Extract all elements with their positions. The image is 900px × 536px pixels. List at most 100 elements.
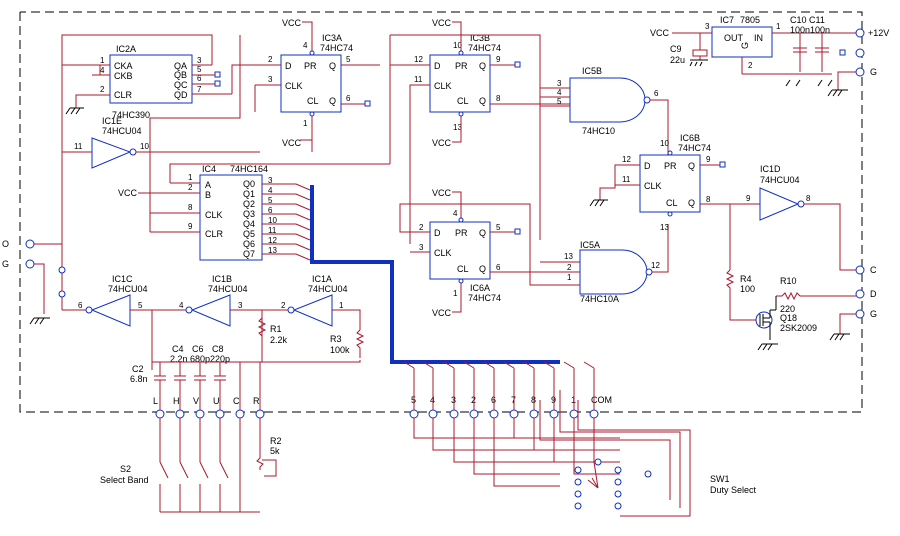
duty-contact[interactable] [574, 490, 582, 498]
duty-contact[interactable] [614, 490, 622, 498]
ic7-g: G [740, 42, 750, 49]
duty-terminal[interactable] [409, 409, 419, 419]
duty-terminal[interactable] [589, 409, 599, 419]
ic4-out-wire [262, 253, 311, 261]
ic4-pin-9: 9 [188, 222, 193, 231]
r4-ref: R4 [740, 274, 752, 284]
ic4-out-wire [262, 243, 311, 251]
band-terminal[interactable] [235, 409, 245, 419]
terminal-o[interactable] [25, 239, 35, 249]
duty-fanout [422, 361, 434, 369]
ic4-out-q1: Q1 [243, 189, 255, 199]
ic3b-pin-13: 13 [453, 123, 462, 132]
band-terminal[interactable] [195, 409, 205, 419]
duty-contact[interactable] [644, 470, 652, 478]
ic7-in: IN [754, 33, 763, 43]
duty-fanout [523, 361, 535, 369]
band-terminal[interactable] [215, 409, 225, 419]
ic5a-gate [579, 249, 648, 295]
duty-contact[interactable] [614, 478, 622, 486]
duty-route [533, 418, 620, 451]
duty-contact[interactable] [614, 466, 622, 474]
duty-terminal[interactable] [509, 409, 519, 419]
r2-ref: R2 [270, 436, 282, 446]
terminal-g-left[interactable] [25, 259, 35, 269]
band-terminal[interactable] [175, 409, 185, 419]
ic5b-type: 74HC10 [582, 126, 615, 136]
ic3a-vcc2: VCC [282, 138, 302, 148]
duty-terminal[interactable] [549, 409, 559, 419]
r1-val: 2.2k [270, 335, 288, 345]
terminal-g-top[interactable] [855, 67, 865, 77]
duty-terminal[interactable] [469, 409, 479, 419]
ic6b-clk: CLK [644, 181, 662, 191]
ic6b-pin-10: 10 [660, 139, 669, 148]
ic3b-ref: IC3B [470, 33, 490, 43]
band-terminal[interactable] [255, 409, 265, 419]
ic6b-type: 74HC74 [678, 143, 711, 153]
duty-wiper[interactable] [587, 477, 599, 489]
duty-contact[interactable] [574, 478, 582, 486]
ic3a-type: 74HC74 [320, 43, 353, 53]
band-switch[interactable] [179, 418, 189, 512]
duty-contact[interactable] [574, 502, 582, 510]
duty-contact[interactable] [594, 458, 602, 466]
r1 [257, 317, 267, 337]
ic6b-body [639, 154, 701, 213]
ic4-out-q3: Q3 [243, 209, 255, 219]
ic4-out-pin: 6 [268, 206, 273, 215]
ic7-out: OUT [724, 33, 744, 43]
duty-label: COM [591, 395, 612, 405]
duty-contact[interactable] [574, 466, 582, 474]
duty-terminal[interactable] [569, 409, 579, 419]
q18-mosfet [755, 296, 777, 340]
ic5b-gate [569, 77, 646, 123]
band-label: C [233, 396, 240, 406]
ic6a-cl: CL [457, 264, 469, 274]
terminal-d[interactable] [855, 289, 865, 299]
duty-terminal[interactable] [449, 409, 459, 419]
ic3a-pin-3: 3 [268, 75, 273, 84]
band-terminal[interactable] [155, 409, 165, 419]
terminal-c[interactable] [855, 265, 865, 275]
duty-route [493, 418, 560, 487]
duty-terminal[interactable] [489, 409, 499, 419]
ic1c-ref: IC1C [112, 274, 133, 284]
duty-terminal[interactable] [428, 409, 438, 419]
ic4-out-pin: 10 [268, 216, 277, 225]
ic1a-inverter [292, 294, 333, 327]
ic6b-cl: CL [666, 198, 678, 208]
terminal-g-right[interactable] [855, 309, 865, 319]
band-switch[interactable] [199, 418, 209, 512]
sw2-ref: S2 [120, 464, 131, 474]
ic4-type: 74HC164 [230, 164, 268, 174]
ic4-out-wire [262, 203, 311, 211]
ic6b-pin-13: 13 [660, 223, 669, 232]
ic1a-ref: IC1A [312, 274, 332, 284]
ic1c-type: 74HCU04 [108, 284, 148, 294]
ic4-out-pin: 11 [268, 226, 277, 235]
ic3a-pr: PR [304, 61, 317, 71]
c8-ref: C8 [212, 344, 224, 354]
ic4-out-wire [262, 183, 311, 191]
band-label: L [153, 396, 158, 406]
band-switch[interactable] [219, 418, 229, 512]
ic3a-pin-6: 6 [346, 94, 351, 103]
band-label: U [213, 396, 220, 406]
terminal-top-mid[interactable] [855, 48, 865, 58]
terminal-plus12[interactable] [855, 28, 865, 38]
ic5b-pin-3: 3 [557, 79, 562, 88]
c10-ref: C10 C11 [790, 15, 825, 25]
ic1c-pin-6: 6 [78, 301, 83, 310]
c2-val: 6.8n [130, 374, 148, 384]
band-switch[interactable] [159, 418, 169, 512]
sw1-name: Duty Select [710, 485, 757, 495]
duty-contact[interactable] [614, 502, 622, 510]
terminal-d-label: D [870, 289, 877, 299]
ic3b-pr: PR [455, 61, 468, 71]
duty-terminal[interactable] [529, 409, 539, 419]
c4-val: 2.2n [170, 354, 188, 364]
c4-ref: C4 [172, 344, 184, 354]
ic6b-pin-12: 12 [622, 155, 631, 164]
c6-val: 680p [190, 354, 210, 364]
